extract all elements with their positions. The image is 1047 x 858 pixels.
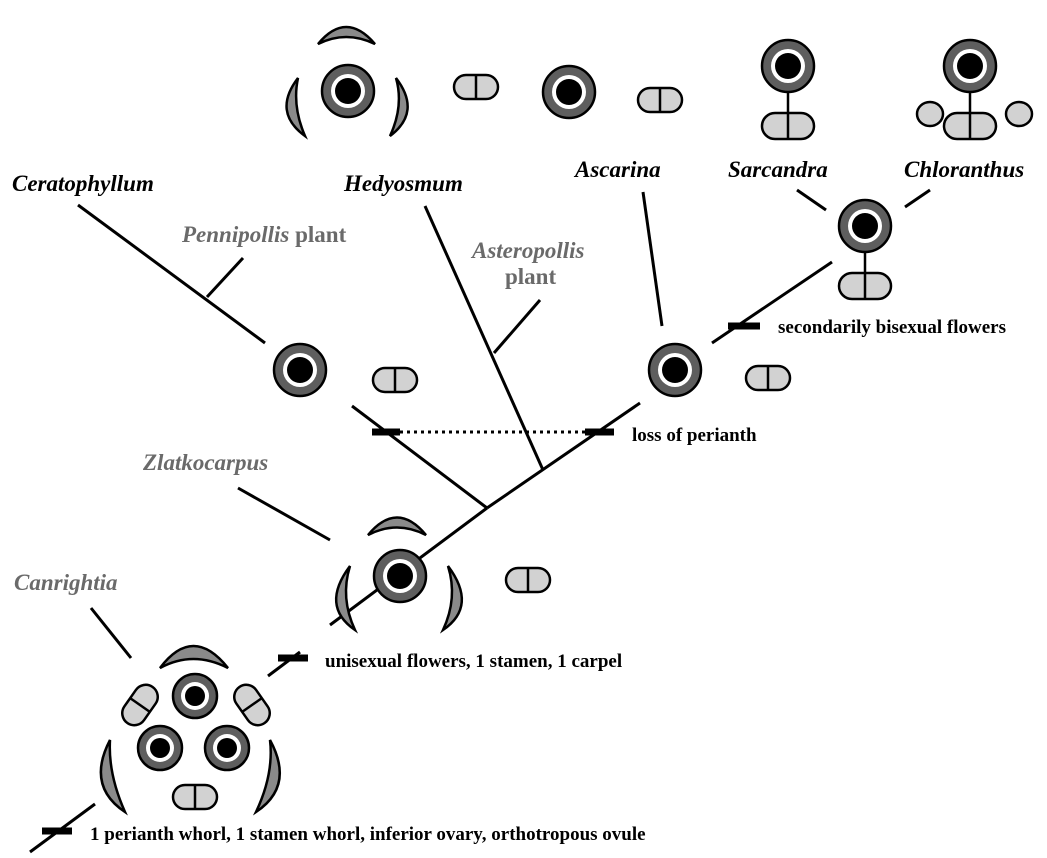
perianth-lobe [388,77,409,137]
fossil-label-zlatkocarpus: Zlatkocarpus [142,450,268,475]
stamen-icon [116,678,164,732]
carpel-icon [272,342,328,398]
chloranthaceae-branch [486,401,641,510]
ceratophyllum-branch-upper [77,203,266,345]
zlatkocarpus-tip [237,486,331,542]
character-label-loss-of-perianth: loss of perianth [632,425,757,446]
carpel-icon [203,724,251,772]
canrightia-tip [89,607,133,659]
stamen-icon [371,366,419,394]
perianth-lobe [99,739,128,816]
stamen-icon [942,111,998,141]
taxon-label-hedyosmum: Hedyosmum [343,171,463,196]
stamen-icon [504,566,552,594]
ceratophyllum-branch [351,404,488,510]
perianth-lobe [159,644,229,670]
perianth-lobe [285,77,308,140]
flower-diagram-sarcandra [760,38,816,141]
chloranthus-tip [904,188,931,209]
character-label-unisexual: unisexual flowers, 1 stamen, 1 carpel [325,651,622,672]
flower-diagram-chloranthus [915,38,1034,141]
flower-diagram-zlatkocarpus [335,516,552,634]
carpel-icon [647,342,703,398]
fossil-label-pennipollis: Pennipollis plant [181,222,347,247]
fossil-label-asteropollis-suffix: plant [505,264,556,289]
flower-diagram-ascarina [541,64,684,120]
perianth-lobe [367,516,427,537]
carpel-icon [372,548,428,604]
carpel-icon [171,672,219,720]
ascarina-branch [641,191,664,327]
flower-diagram-chloranthaceae-node [647,342,792,398]
taxon-label-chloranthus: Chloranthus [904,157,1024,182]
perianth-lobe [317,25,376,46]
carpel-icon [942,38,998,94]
character-label-secondarily-bisexual: secondarily bisexual flowers [778,317,1006,338]
stamen-icon [760,111,816,141]
character-ticks [42,322,760,835]
flower-diagram-pennipollis-node [272,342,419,398]
stamen-icon [744,364,792,392]
fossil-label-canrightia: Canrightia [14,570,118,595]
carpel-icon [320,63,376,119]
flower-diagram-sarcandra-chloranthus-node [837,198,893,301]
lateral-stamen-icon [1004,100,1034,128]
carpel-icon [837,198,893,254]
taxon-label-sarcandra: Sarcandra [728,157,828,182]
character-label-basal: 1 perianth whorl, 1 stamen whorl, inferi… [90,824,646,845]
flower-diagram-hedyosmum [285,25,500,140]
perianth-lobe [335,565,359,634]
fossil-label-asteropollis: Asteropollis [470,238,585,263]
hedyosmum-branch [423,205,545,471]
fossil-name: Pennipollis [181,222,289,247]
stamen-icon [837,271,893,301]
carpel-icon [136,724,184,772]
pennipollis-side-branch [205,256,245,299]
taxon-label-ceratophyllum: Ceratophyllum [12,171,154,196]
lateral-stamen-icon [915,100,945,128]
stamen-icon [228,678,276,732]
asteropollis-side-branch [492,299,542,354]
fossil-suffix: plant [289,222,346,247]
stamen-icon [636,86,684,114]
flower-diagram-canrightia [99,644,282,816]
stamen-icon [452,73,500,101]
sarcandra-tip [796,188,827,212]
perianth-lobe [439,565,463,634]
carpel-icon [760,38,816,94]
carpel-icon [541,64,597,120]
perianth-lobe [252,739,282,816]
stamen-icon [171,783,219,811]
taxon-label-ascarina: Ascarina [573,157,661,182]
